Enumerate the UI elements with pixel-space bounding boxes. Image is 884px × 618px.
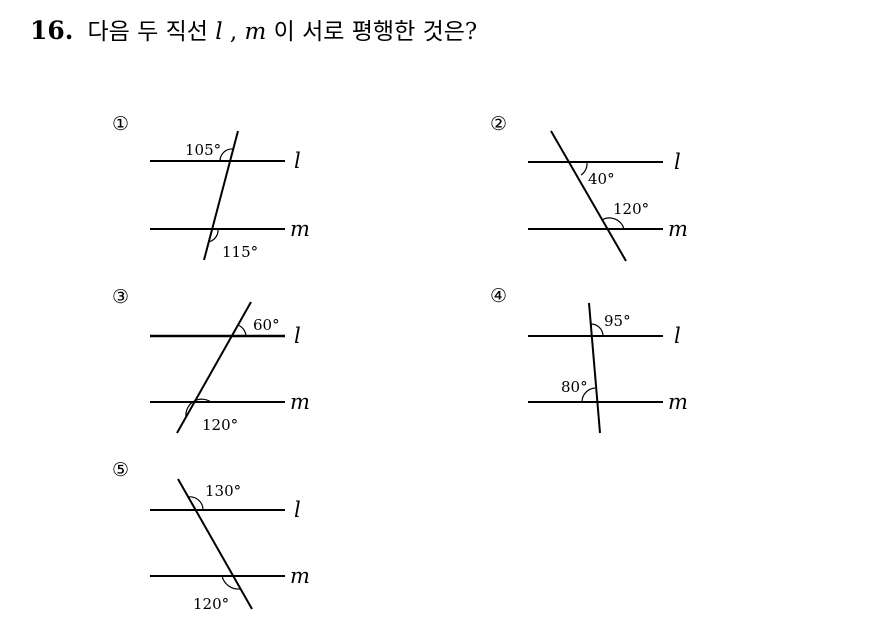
option-2-figure [528, 130, 663, 262]
option-2-label-m: m [668, 217, 688, 241]
option-1-label-l: l [294, 149, 301, 173]
option-2-angle-bottom: 120° [613, 200, 649, 218]
option-4-transversal [588, 302, 601, 434]
option-4-angle-top: 95° [604, 312, 631, 330]
question-text: 다음 두 직선 l , m 이 서로 평행한 것은? [88, 12, 478, 46]
option-2-angle-arc-top [580, 161, 588, 176]
option-1-transversal [203, 130, 239, 261]
option-3-transversal [176, 301, 252, 434]
option-1-angle-top: 105° [185, 141, 221, 159]
option-2-angle-top: 40° [588, 170, 615, 188]
option-5-angle-bottom: 120° [193, 595, 229, 613]
option-4-figure [528, 302, 663, 434]
option-5-marker: ⑤ [112, 459, 129, 481]
option-5-angle-arc-top [187, 496, 204, 511]
option-3-angle-top: 60° [253, 316, 280, 334]
option-5-angle-top: 130° [205, 482, 241, 500]
option-3-figure [150, 301, 285, 434]
question-number: 16. [30, 16, 74, 45]
option-3-angle-arc-top [237, 324, 247, 337]
option-5-transversal [177, 478, 253, 610]
question-separator: , [229, 19, 238, 45]
option-5-figure [150, 478, 285, 610]
option-5-label-m: m [290, 564, 310, 588]
option-5-label-l: l [294, 498, 301, 522]
option-3-marker: ③ [112, 286, 129, 308]
option-3-angle-bottom: 120° [202, 416, 238, 434]
option-2-angle-arc-bottom [601, 217, 625, 230]
option-2-label-l: l [674, 150, 681, 174]
question-text-before: 다음 두 직선 [87, 19, 208, 45]
option-1-angle-bottom: 115° [222, 243, 258, 261]
question-line2-name: m [244, 19, 267, 45]
option-2-marker: ② [490, 113, 507, 135]
option-4-angle-arc-bottom [581, 387, 596, 403]
option-1-label-m: m [290, 217, 310, 241]
option-4-label-m: m [668, 390, 688, 414]
option-3-label-m: m [290, 390, 310, 414]
option-4-marker: ④ [490, 285, 507, 307]
option-4-angle-arc-top [590, 323, 604, 337]
question-text-after: 이 서로 평행한 것은? [273, 19, 478, 45]
option-1-angle-arc-bottom [207, 228, 219, 243]
option-3-label-l: l [294, 324, 301, 348]
option-1-figure [150, 130, 285, 261]
option-4-angle-bottom: 80° [561, 378, 588, 396]
option-1-marker: ① [112, 113, 129, 135]
option-2-transversal [550, 130, 627, 262]
question-header: 16. 다음 두 직선 l , m 이 서로 평행한 것은? [30, 12, 477, 48]
option-4-label-l: l [674, 324, 681, 348]
option-5-angle-arc-bottom [221, 575, 241, 590]
option-3-angle-arc-bottom [185, 398, 212, 418]
question-line1-name: l [215, 19, 223, 45]
option-1-angle-arc-top [219, 148, 234, 162]
